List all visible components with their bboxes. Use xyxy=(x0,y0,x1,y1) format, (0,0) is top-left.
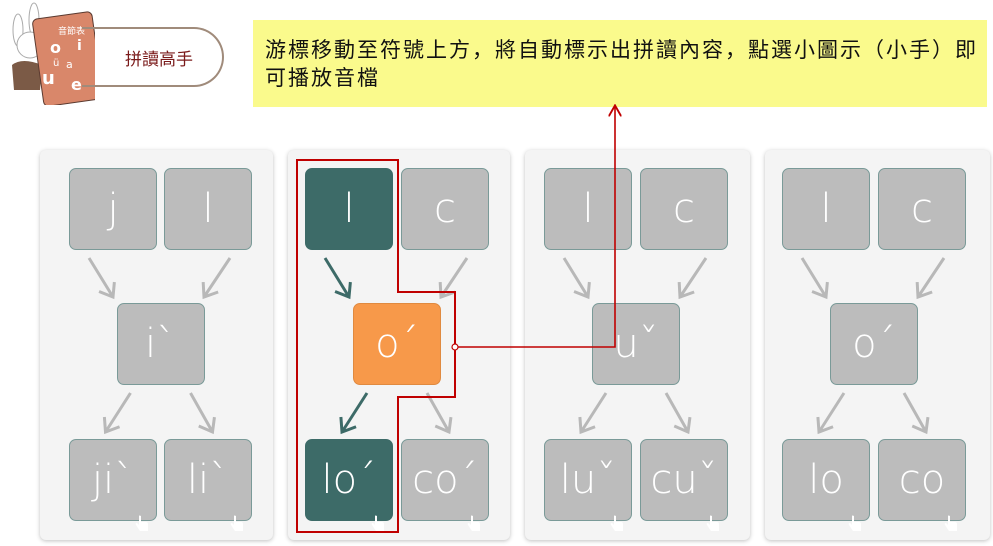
syllable-tile-label: lo xyxy=(808,457,844,503)
logo-letter: a xyxy=(66,58,73,71)
hand-play-icon[interactable] xyxy=(370,497,386,531)
syllable-tile[interactable]: co´ xyxy=(401,439,489,531)
syllable-tile-label: lo´ xyxy=(321,457,377,503)
logo-letter: o xyxy=(50,38,61,57)
syllable-tile[interactable]: lo xyxy=(782,439,870,531)
syllable-tile[interactable]: lo´ xyxy=(305,439,393,531)
syllable-tile-label: luˇ xyxy=(559,457,617,503)
initial-tile[interactable]: l xyxy=(782,168,870,250)
hand-play-icon[interactable] xyxy=(705,497,721,531)
syllable-tile[interactable]: ji` xyxy=(69,439,157,531)
final-tile[interactable]: o´ xyxy=(830,303,918,385)
page-title: 拼讀高手 xyxy=(82,27,224,87)
initial-tile[interactable]: c xyxy=(640,168,728,250)
logo-letter: u xyxy=(42,68,55,89)
logo-letter: ü xyxy=(53,58,60,69)
hand-play-icon[interactable] xyxy=(134,497,150,531)
syllable-tile[interactable]: cuˇ xyxy=(640,439,728,531)
initial-tile[interactable]: l xyxy=(164,168,252,250)
instruction-callout: 游標移動至符號上方，將自動標示出拼讀內容，點選小圖示（小手）即可播放音檔 xyxy=(253,20,987,107)
syllable-tile-label: co xyxy=(898,457,946,503)
syllable-tile-label: ji` xyxy=(91,457,135,503)
hand-play-icon[interactable] xyxy=(466,497,482,531)
final-tile[interactable]: i` xyxy=(116,303,205,385)
initial-tile-label: l xyxy=(820,186,832,232)
initial-tile[interactable]: l xyxy=(544,168,632,250)
logo-text: 音節表 xyxy=(58,27,86,37)
syllable-tile-label: li` xyxy=(186,457,230,503)
final-tile[interactable]: uˇ xyxy=(592,303,680,385)
initial-tile-label: c xyxy=(911,186,933,232)
page-title-text: 拼讀高手 xyxy=(125,49,193,70)
hand-play-icon[interactable] xyxy=(609,497,625,531)
initial-tile-label: l xyxy=(582,186,594,232)
final-tile-label: o´ xyxy=(375,321,419,367)
logo: 音節表 o i ü a u e xyxy=(0,0,104,107)
logo-letter: e xyxy=(71,75,82,94)
initial-tile[interactable]: j xyxy=(69,168,157,250)
initial-tile[interactable]: c xyxy=(878,168,966,250)
final-tile[interactable]: o´ xyxy=(353,303,441,385)
hand-play-icon[interactable] xyxy=(847,497,863,531)
logo-letter: i xyxy=(77,38,82,54)
final-tile-label: uˇ xyxy=(613,321,659,367)
syllable-tile[interactable]: co xyxy=(878,439,966,531)
initial-tile[interactable]: c xyxy=(401,168,489,250)
initial-tile-label: c xyxy=(434,186,456,232)
hand-play-icon[interactable] xyxy=(943,497,959,531)
initial-tile-label: l xyxy=(343,186,355,232)
initial-tile-label: c xyxy=(673,186,695,232)
initial-tile-label: j xyxy=(107,186,119,232)
initial-tile[interactable]: l xyxy=(305,168,393,250)
syllable-tile[interactable]: li` xyxy=(164,439,252,531)
syllable-tile-label: cuˇ xyxy=(650,457,718,503)
syllable-tile[interactable]: luˇ xyxy=(544,439,632,531)
final-tile-label: i` xyxy=(144,321,177,367)
hand-play-icon[interactable] xyxy=(229,497,245,531)
initial-tile-label: l xyxy=(202,186,214,232)
final-tile-label: o´ xyxy=(852,321,896,367)
